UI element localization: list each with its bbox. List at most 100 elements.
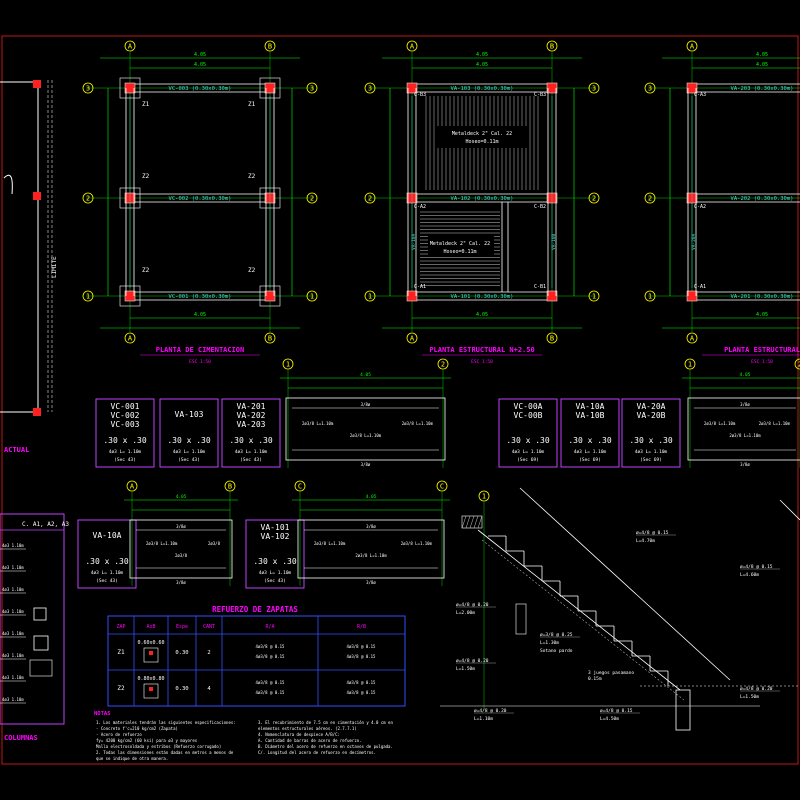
column-label: C-A1 [414,284,426,290]
axis-bubble [437,358,449,370]
footing-icon [143,647,159,663]
column-marker [406,82,418,94]
table-cell: Z1 [117,649,125,656]
axis-label: 1 [592,293,596,301]
schedule-detail: 4ø3 L= 1.10m [574,449,607,455]
stair-rebar-label: ø=4/8 @ 0.20 [740,686,773,692]
beam-label: VC-003 (0.30x0.30m) [169,86,232,92]
dim-text: 4.05 [740,372,751,378]
axis-bubble [644,290,656,302]
slab-note-bg [436,126,528,148]
table-cell: 4ø3/8 @ 0.15 [256,690,285,695]
beam-outline [687,397,800,461]
schedule-section: .30 x .30 [506,436,550,445]
vbeam-label: VA-20A [691,233,697,250]
footing-outline [119,285,141,307]
axis-label: 3 [592,85,596,93]
schedule-name: VC-003 [111,420,140,429]
stair-note: Sotano pardo [540,648,573,654]
footing-outline [119,187,141,209]
rebar-label: 3/8ø [366,580,376,585]
schedule-ref: (Sec 69) [640,457,662,463]
stair-rebar-label: ø=4/8 @ 0.20 [456,602,489,608]
column-label: C-A2 [414,204,426,210]
schedule-name: VA-20B [637,411,666,420]
column-section [33,607,47,621]
footing-icon-col [149,687,153,691]
table-cell: 4 [207,686,211,692]
axis-bubble [794,358,800,370]
column-label: C-B1 [534,284,546,290]
plan-scale: ESC 1:50 [471,359,493,365]
axis-bubble [588,82,600,94]
footing-label: Z1 [248,101,256,108]
hatch [469,515,475,529]
column-label: C-A2 [694,204,706,210]
column-label: C-A3 [694,92,706,98]
axis-bubble [82,192,94,204]
note-line: elementos estructurales aéreos. (2.7.7.1… [258,726,357,731]
column-section [29,659,53,677]
beam-label: VA-103 (0.30x0.30m) [451,86,514,92]
footing-outline [259,187,281,209]
footing-label: Z2 [248,173,256,180]
column-marker [124,290,136,302]
schedule-ref: (Sec 43) [114,457,136,463]
axis-bubble [436,480,448,492]
stair-footing [675,689,691,731]
schedule-detail: 4ø3 L= 1.10m [235,449,268,455]
axis-bubble [126,480,138,492]
hatch [473,515,479,529]
stair-rebar-label: ø=4/8 @ 0.15 [600,708,633,714]
axis-bubble [224,480,236,492]
axis-label: 3 [648,85,652,93]
stair-len-label: L=1.50m [740,694,759,700]
schedule-name: VA-10B [576,411,605,420]
table-header: ZAP [116,624,125,630]
note-line: - Acero de refuerzo [96,732,142,737]
note-line: B. Diámetro del acero de refuerzo en oct… [258,744,393,749]
table-cell: 0.30 [175,686,188,692]
dim-text: 4.05 [360,372,371,378]
table-header: AxB [146,624,155,630]
table-cell: 2 [207,650,210,656]
slab-note: Hoseo=0.11m [465,139,498,145]
limite-label: LIMITE [51,256,58,278]
axis-label: C [298,483,302,491]
dim-text: 4.05 [194,312,206,318]
axis-bubble [306,192,318,204]
column-panel-item: 4ø3 1.10m [2,587,24,592]
footing-table-title: REFUERZO DE ZAPATAS [212,605,298,614]
footing-icon-col [149,651,153,655]
stair-note: 3 juegos pasamano [588,670,634,676]
axis-label: 2 [592,195,596,203]
table-cell: 4ø3/8 @ 0.15 [347,690,376,695]
footing-outline [259,285,281,307]
axis-label: B [550,335,554,343]
axis-bubble [282,358,294,370]
rebar-label: 2ø3/8 L=1.10m [729,433,761,438]
rebar-label: 2ø3/8 L=1.10m [401,541,433,546]
table-cell: 4ø3/8 @ 0.15 [256,680,285,685]
axis-label: A [128,335,133,343]
note-line: 4. Nomenclatura de despiece A/B/C: [258,732,340,737]
table-header: CANT [203,624,215,630]
stair-note: 0.15m [588,676,602,682]
axis-label: 3 [368,85,372,93]
note-line: Malla electrosoldada y estribos (Refuerz… [96,744,221,749]
rebar-label: 2ø3/8 L=1.10m [314,541,346,546]
slab-note: Metaldeck 2" Cal. 22 [452,131,512,137]
axis-bubble [588,290,600,302]
axis-bubble [306,290,318,302]
schedule-name: VA-202 [237,411,266,420]
table-cell: 0.60x0.60 [137,640,164,646]
plan-scale: ESC 1:50 [751,359,773,365]
plan-title: PLANTA ESTRUCTURAL N+2.50 [429,346,534,354]
column-panel-footer: COLUMNAS [4,734,38,742]
axis-label: C [440,483,444,491]
column-label: C-B3 [414,92,426,98]
